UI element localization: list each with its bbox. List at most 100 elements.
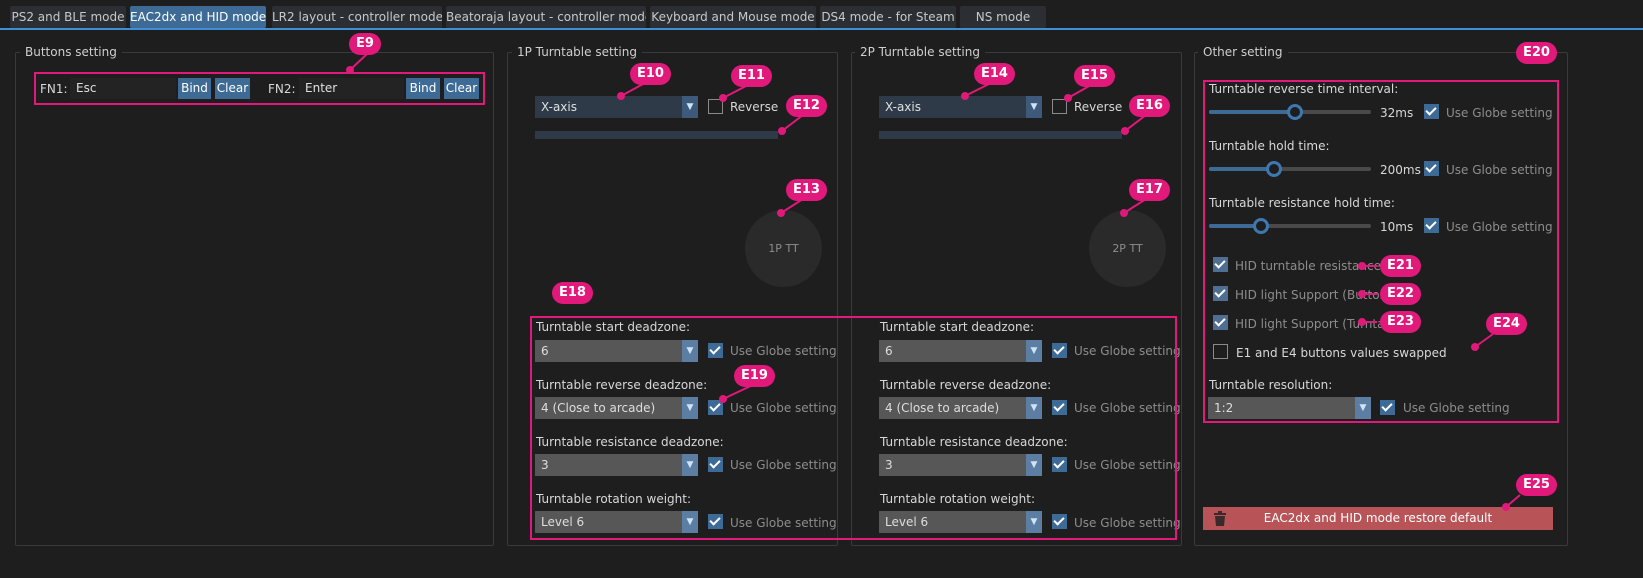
- tt2-axis-select[interactable]: X-axis▼: [879, 96, 1042, 118]
- resistance-hold-time-slider[interactable]: [1209, 224, 1371, 228]
- chevron-down-icon: ▼: [682, 454, 698, 476]
- annotation-badge-e9: E9: [349, 33, 381, 55]
- tt2-resistance-deadzone-globe-checkbox[interactable]: [1052, 457, 1067, 472]
- fn1-bind-button[interactable]: Bind: [178, 78, 211, 99]
- buttons-setting-title: Buttons setting: [20, 45, 122, 59]
- tab-keyboard-mouse-mode[interactable]: Keyboard and Mouse mode: [650, 6, 816, 28]
- resistance-hold-time-slider-fill: [1209, 224, 1261, 228]
- tt1-reverse-deadzone-label: Turntable reverse deadzone:: [536, 378, 708, 392]
- reverse-time-interval-slider-handle[interactable]: [1287, 104, 1303, 120]
- tt1-group: [507, 52, 838, 546]
- tt1-position-bar: [535, 131, 778, 139]
- hold-time-globe-checkbox[interactable]: [1424, 161, 1439, 176]
- fn2-clear-button[interactable]: Clear: [444, 78, 479, 99]
- tt1-start-deadzone-label: Turntable start deadzone:: [536, 320, 691, 334]
- resistance-hold-time-slider-handle[interactable]: [1253, 218, 1269, 234]
- fn2-label: FN2:: [268, 82, 296, 96]
- hold-time-slider-fill: [1209, 167, 1274, 171]
- tt1-rotation-weight-globe-checkbox[interactable]: [708, 514, 723, 529]
- hid-turntable-resistance-checkbox[interactable]: [1213, 257, 1228, 272]
- chevron-down-icon: ▼: [1026, 340, 1042, 362]
- tt2-reverse-deadzone-select[interactable]: 4 (Close to arcade)▼: [879, 397, 1042, 419]
- annotation-badge-e17: E17: [1129, 179, 1170, 201]
- e1-e4-swap-checkbox[interactable]: [1213, 344, 1228, 359]
- fn2-field[interactable]: Enter: [299, 78, 404, 99]
- restore-default-button[interactable]: EAC2dx and HID mode restore default: [1203, 507, 1553, 530]
- fn1-label: FN1:: [40, 82, 68, 96]
- tt2-group: [851, 52, 1182, 546]
- tab-ns-mode[interactable]: NS mode: [960, 6, 1046, 28]
- tab-ps2-ble-mode[interactable]: PS2 and BLE mode: [10, 6, 126, 28]
- tt1-reverse-checkbox[interactable]: [708, 99, 723, 114]
- chevron-down-icon: ▼: [1026, 511, 1042, 533]
- tt2-rotation-weight-select[interactable]: Level 6 ▼: [879, 511, 1042, 533]
- reverse-time-interval-value: 32ms: [1380, 106, 1414, 120]
- tab-lr2-layout-mode[interactable]: LR2 layout - controller mode: [272, 6, 442, 28]
- tt2-resistance-deadzone-value: 3: [885, 458, 893, 472]
- annotation-badge-e10: E10: [630, 63, 671, 85]
- hid-light-buttons-checkbox[interactable]: [1213, 286, 1228, 301]
- tt1-rotation-weight-value: Level 6: [541, 515, 585, 529]
- tt2-start-deadzone-select[interactable]: 6▼: [879, 340, 1042, 362]
- tab-beatoraja-layout-mode[interactable]: Beatoraja layout - controller mode: [446, 6, 646, 28]
- reverse-time-interval-label: Turntable reverse time interval:: [1209, 82, 1399, 96]
- hold-time-label: Turntable hold time:: [1209, 139, 1330, 153]
- chevron-down-icon: ▼: [1026, 454, 1042, 476]
- tt2-reverse-label: Reverse: [1074, 100, 1123, 114]
- annotation-badge-e22: E22: [1380, 283, 1421, 305]
- annotation-badge-e12: E12: [786, 95, 827, 117]
- annotation-badge-e16: E16: [1129, 95, 1170, 117]
- tt1-start-deadzone-globe-checkbox[interactable]: [708, 343, 723, 358]
- tt1-start-deadzone-select[interactable]: 6▼: [535, 340, 698, 362]
- hold-time-slider-handle[interactable]: [1266, 161, 1282, 177]
- tt1-resistance-deadzone-globe-checkbox[interactable]: [708, 457, 723, 472]
- tt2-start-deadzone-globe-checkbox[interactable]: [1052, 343, 1067, 358]
- turntable-resolution-globe-label: Use Globe setting: [1403, 401, 1510, 415]
- tt1-rotation-weight-label: Turntable rotation weight:: [536, 492, 692, 506]
- tt2-rotation-weight-globe-checkbox[interactable]: [1052, 514, 1067, 529]
- resistance-hold-time-globe-label: Use Globe setting: [1446, 220, 1553, 234]
- tt1-resistance-deadzone-select[interactable]: 3▼: [535, 454, 698, 476]
- tt2-resistance-deadzone-select[interactable]: 3▼: [879, 454, 1042, 476]
- tt2-reverse-deadzone-globe-label: Use Globe setting: [1074, 401, 1181, 415]
- fn2-bind-button[interactable]: Bind: [406, 78, 440, 99]
- tt1-axis-select[interactable]: X-axis▼: [535, 96, 698, 118]
- turntable-resolution-globe-checkbox[interactable]: [1380, 400, 1395, 415]
- tab-eac2dx-hid-mode[interactable]: EAC2dx and HID mode: [130, 6, 266, 28]
- tt1-resistance-deadzone-globe-label: Use Globe setting: [730, 458, 837, 472]
- fn1-field[interactable]: Esc: [70, 78, 176, 99]
- fn1-clear-button[interactable]: Clear: [215, 78, 250, 99]
- hold-time-slider[interactable]: [1209, 167, 1371, 171]
- e1-e4-swap-label: E1 and E4 buttons values swapped: [1236, 346, 1447, 360]
- tt2-start-deadzone-label: Turntable start deadzone:: [880, 320, 1035, 334]
- turntable-resolution-select[interactable]: 1:2▼: [1208, 397, 1371, 419]
- annotation-badge-e23: E23: [1380, 311, 1421, 333]
- tt1-reverse-deadzone-value: 4 (Close to arcade): [541, 401, 656, 415]
- turntable-resolution-label: Turntable resolution:: [1209, 378, 1333, 392]
- reverse-time-interval-globe-label: Use Globe setting: [1446, 106, 1553, 120]
- tt2-rotation-weight-value: Level 6: [885, 515, 929, 529]
- tt2-resistance-deadzone-globe-label: Use Globe setting: [1074, 458, 1181, 472]
- hid-light-turntable-checkbox[interactable]: [1213, 315, 1228, 330]
- tt2-reverse-deadzone-value: 4 (Close to arcade): [885, 401, 1000, 415]
- annotation-badge-e13: E13: [786, 179, 827, 201]
- resistance-hold-time-globe-checkbox[interactable]: [1424, 218, 1439, 233]
- hid-light-buttons-label: HID light Support (Buttons): [1235, 288, 1399, 302]
- tt2-reverse-deadzone-globe-checkbox[interactable]: [1052, 400, 1067, 415]
- other-setting-title: Other setting: [1198, 45, 1288, 59]
- tt1-resistance-deadzone-value: 3: [541, 458, 549, 472]
- tt2-axis-value: X-axis: [885, 100, 921, 114]
- other-setting-group: [1194, 52, 1568, 546]
- tt1-title: 1P Turntable setting: [512, 45, 642, 59]
- tt2-rotation-weight-label: Turntable rotation weight:: [880, 492, 1036, 506]
- tt1-reverse-deadzone-globe-checkbox[interactable]: [708, 400, 723, 415]
- tt2-reverse-checkbox[interactable]: [1052, 99, 1067, 114]
- tt1-rotation-weight-globe-label: Use Globe setting: [730, 516, 837, 530]
- tt1-rotation-weight-select[interactable]: Level 6▼: [535, 511, 698, 533]
- tab-ds4-steam-mode[interactable]: DS4 mode - for Steam: [820, 6, 956, 28]
- tt2-resistance-deadzone-label: Turntable resistance deadzone:: [880, 435, 1068, 449]
- annotation-badge-e15: E15: [1074, 65, 1115, 87]
- chevron-down-icon: ▼: [682, 96, 698, 118]
- tt1-reverse-deadzone-select[interactable]: 4 (Close to arcade)▼: [535, 397, 698, 419]
- reverse-time-interval-globe-checkbox[interactable]: [1424, 104, 1439, 119]
